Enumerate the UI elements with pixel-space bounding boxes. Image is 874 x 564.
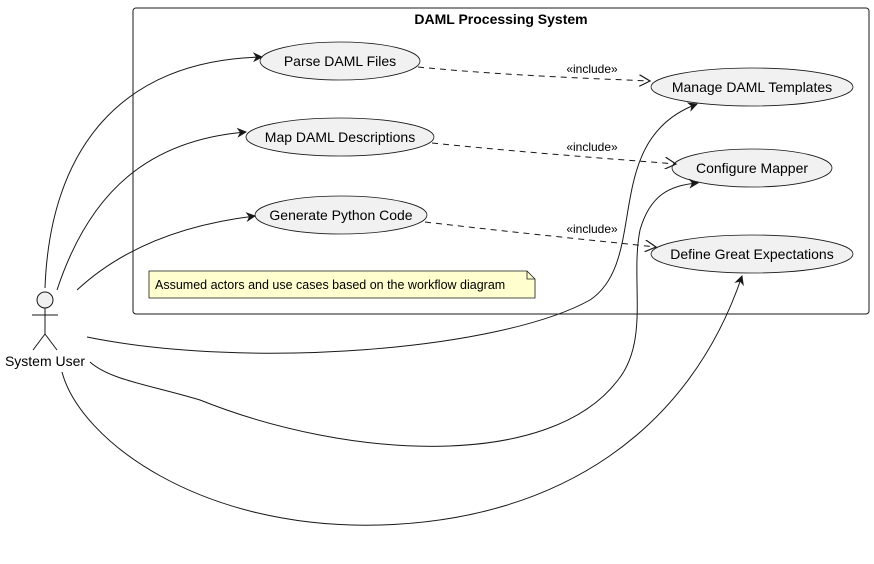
association-user-templates [86,102,698,354]
use-case-label: Define Great Expectations [670,246,833,262]
note-text: Assumed actors and use cases based on th… [155,278,505,292]
use-case-label: Configure Mapper [696,160,808,176]
note: Assumed actors and use cases based on th… [148,270,536,299]
association-user-map [56,127,247,291]
use-case-label: Parse DAML Files [284,53,396,69]
use-case-generate-python-code[interactable]: Generate Python Code [254,195,428,235]
association-user-parse [44,52,263,289]
use-case-label: Map DAML Descriptions [265,129,415,145]
include-relation-generate-expectations: «include» [424,221,656,247]
use-case-map-daml-descriptions[interactable]: Map DAML Descriptions [245,117,435,157]
association-user-generate [76,212,256,291]
boundary-title: DAML Processing System [414,11,587,27]
include-relation-parse-templates: «include» [417,62,650,81]
use-case-configure-mapper[interactable]: Configure Mapper [671,148,833,188]
use-case-manage-daml-templates[interactable]: Manage DAML Templates [650,67,854,107]
use-case-parse-daml-files[interactable]: Parse DAML Files [259,41,421,81]
use-case-label: Manage DAML Templates [672,79,832,95]
actor-label: System User [5,353,85,369]
association-user-mapper [89,178,699,447]
include-relation-map-mapper[interactable]: «include» [431,140,676,164]
actor-system-user[interactable]: System User [5,291,85,369]
include-label: «include» [566,62,618,76]
association-user-expectations [61,275,744,526]
include-label: «include» [566,140,618,154]
use-case-define-great-expectations[interactable]: Define Great Expectations [650,234,854,274]
use-case-label: Generate Python Code [269,207,412,223]
include-label: «include» [566,222,618,236]
